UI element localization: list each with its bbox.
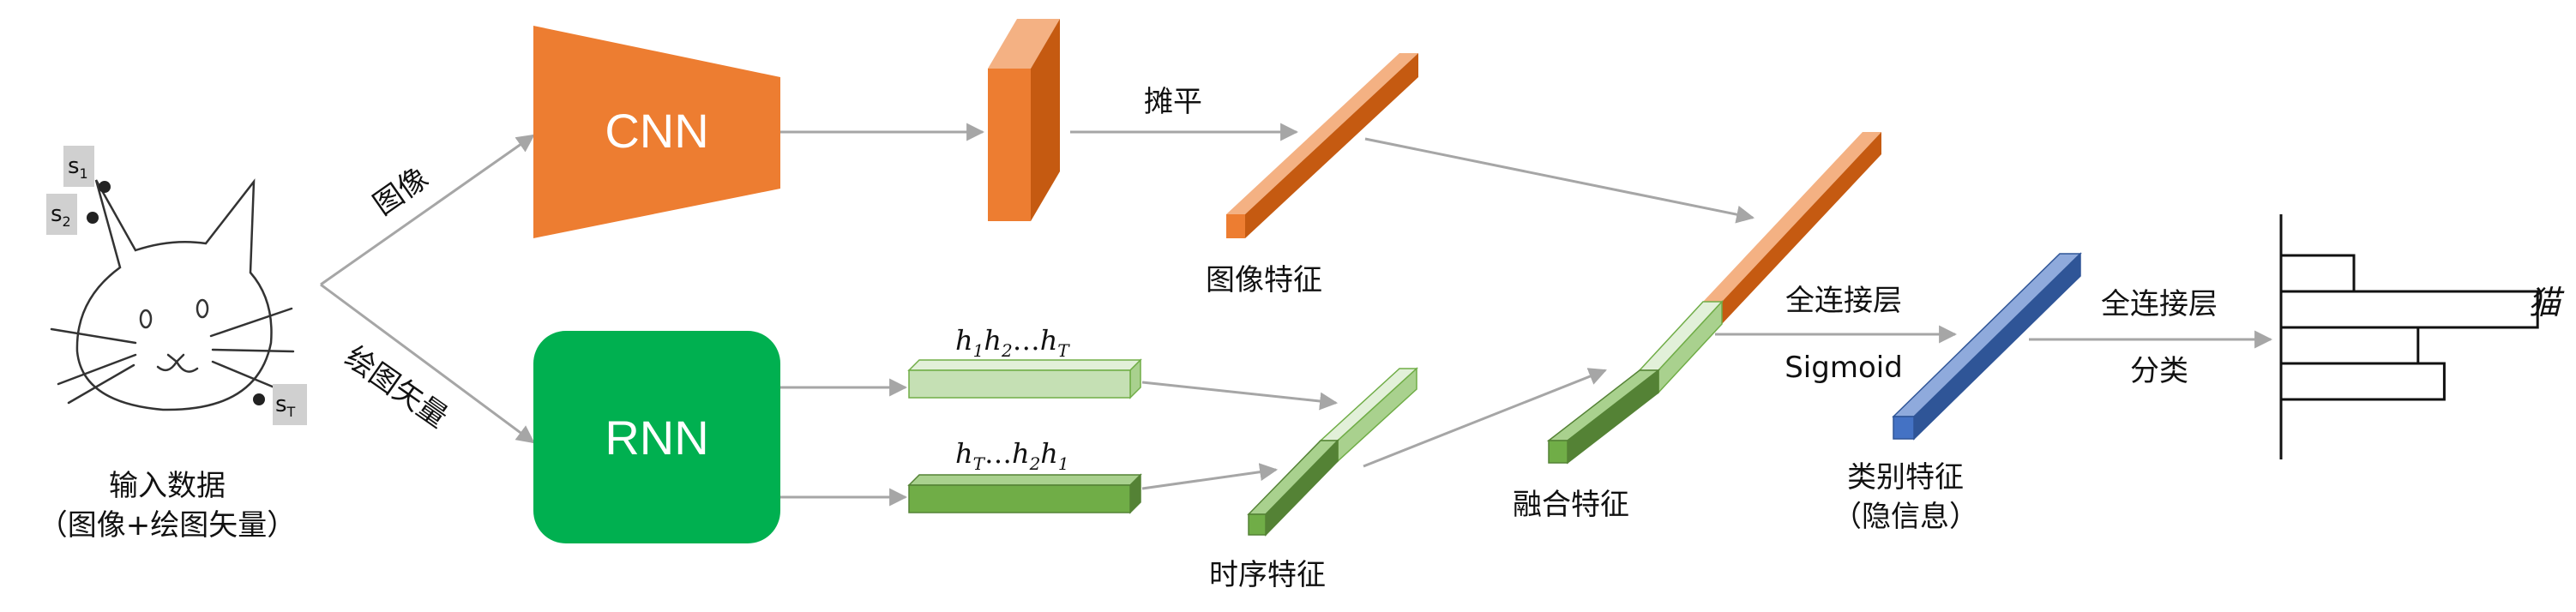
stroke-point-s2: s2: [46, 194, 99, 235]
output-class-histogram: [2279, 214, 2539, 459]
backward-hidden-states-label: hT…h2h1: [955, 437, 1069, 474]
forward-to-temporal-arrow: [1141, 381, 1339, 411]
rnn-label: RNN: [605, 411, 708, 465]
svg-text:s2: s2: [51, 201, 71, 230]
output-bar: [2279, 362, 2446, 401]
fc2-task-label: 分类: [2130, 354, 2188, 388]
cnn-feature-map: [988, 19, 1060, 221]
cat-sketch-icon: [50, 178, 295, 411]
rnn-block: [533, 331, 780, 543]
stroke-point-s1: s1: [63, 146, 111, 193]
forward-hidden-states-label: h1h2…hT: [955, 324, 1070, 361]
flatten-label: 摊平: [1144, 85, 1202, 119]
vector-branch-label: 绘图矢量: [339, 340, 454, 435]
input-label-line1: 输入数据: [109, 469, 226, 503]
cnn-block: [533, 26, 780, 238]
image-feature-bar: [1226, 53, 1418, 238]
svg-text:sT: sT: [275, 392, 296, 420]
backward-to-temporal-arrow: [1141, 463, 1279, 490]
vector-branch-arrow: [320, 283, 535, 444]
fc1-label: 全连接层: [1785, 284, 1902, 318]
output-bar: [2279, 254, 2356, 293]
svg-text:s1: s1: [68, 153, 88, 182]
temporal-feature-label: 时序特征: [1209, 558, 1326, 592]
cnn-label: CNN: [605, 104, 708, 158]
class-feature-label-line1: 类别特征: [1847, 460, 1964, 495]
image-feature-label: 图像特征: [1206, 263, 1322, 297]
class-feature-bar: [1892, 252, 2082, 441]
output-class-label: 猫: [2528, 284, 2565, 321]
fusion-feature-bar: [1546, 132, 1881, 465]
input-label-line2: （图像+绘图矢量）: [39, 508, 297, 543]
backward-hidden-states-bar: [907, 473, 1142, 514]
class-feature-label-line2: （隐信息）: [1833, 500, 1978, 534]
forward-hidden-states-bar: [907, 358, 1142, 399]
temporal-feature-bar: [1247, 367, 1418, 537]
fc1-activation-label: Sigmoid: [1785, 351, 1903, 385]
output-bar: [2279, 290, 2539, 329]
stroke-point-st: sT: [253, 384, 307, 425]
fusion-feature-label: 融合特征: [1513, 488, 1629, 522]
output-bar: [2279, 326, 2420, 365]
image-feature-to-fusion-arrow: [1364, 137, 1755, 224]
image-branch-arrow: [320, 134, 535, 286]
temporal-feature-to-fusion-arrow: [1363, 368, 1607, 468]
fc2-label: 全连接层: [2101, 287, 2218, 321]
